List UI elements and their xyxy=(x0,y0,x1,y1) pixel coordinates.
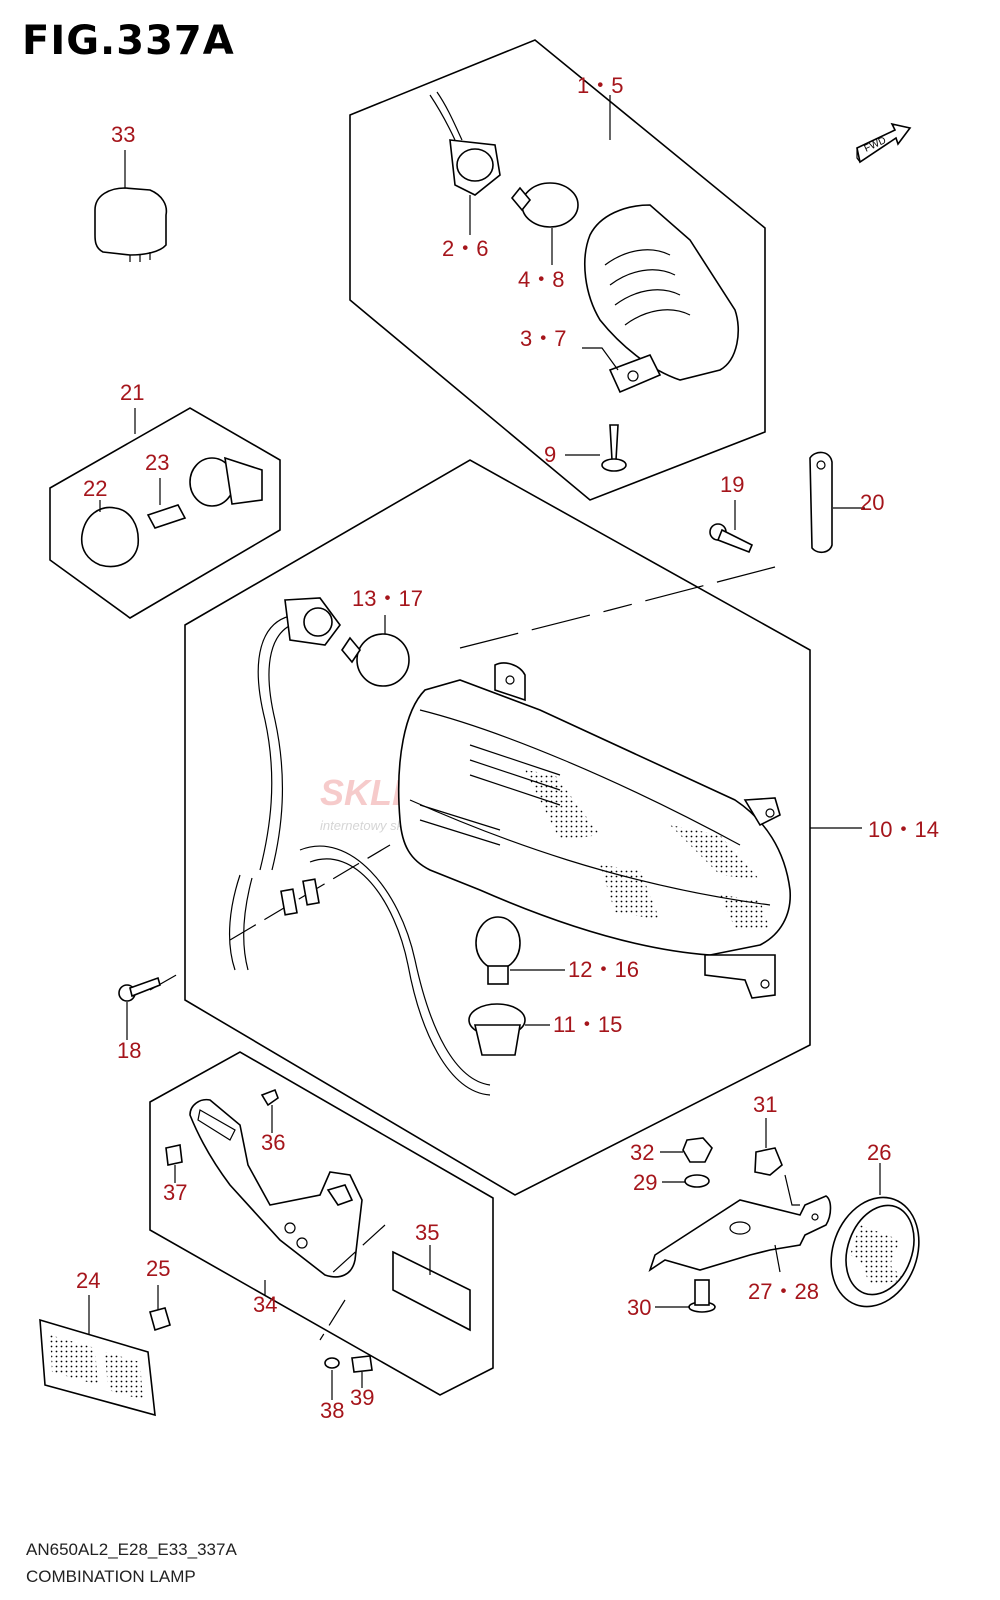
fwd-arrow-icon: FWD xyxy=(856,122,912,164)
label-1-5: 1・5 xyxy=(577,73,623,98)
label-19: 19 xyxy=(720,472,744,497)
screw-9 xyxy=(565,424,627,472)
figure-name: COMBINATION LAMP xyxy=(26,1567,196,1586)
part-labels: 1・5 2・6 3・7 4・8 9 10・14 11・15 12・16 13・1… xyxy=(76,73,939,1423)
label-38: 38 xyxy=(320,1398,344,1423)
label-20: 20 xyxy=(860,490,884,515)
washer-38 xyxy=(324,1357,340,1400)
label-24: 24 xyxy=(76,1268,100,1293)
label-32: 32 xyxy=(630,1140,654,1165)
figure-title: FIG.337A xyxy=(22,18,235,64)
clip-20 xyxy=(809,451,865,554)
nut-25 xyxy=(149,1285,171,1332)
front-turn-signal-group xyxy=(349,39,766,501)
label-4-8: 4・8 xyxy=(518,267,564,292)
label-13-17: 13・17 xyxy=(352,586,423,611)
relay-part xyxy=(94,150,168,262)
label-30: 30 xyxy=(627,1295,651,1320)
label-33: 33 xyxy=(111,122,135,147)
label-27-28: 27・28 xyxy=(748,1279,819,1304)
label-26: 26 xyxy=(867,1140,891,1165)
label-3-7: 3・7 xyxy=(520,326,566,351)
screw-18 xyxy=(118,976,161,1040)
label-29: 29 xyxy=(633,1170,657,1195)
label-37: 37 xyxy=(163,1180,187,1205)
label-34: 34 xyxy=(253,1292,277,1317)
license-bracket-group xyxy=(149,1051,494,1396)
label-22: 22 xyxy=(83,476,107,501)
label-9: 9 xyxy=(544,442,556,467)
screw-19 xyxy=(709,500,754,554)
label-2-6: 2・6 xyxy=(442,236,488,261)
label-18: 18 xyxy=(117,1038,141,1063)
label-11-15: 11・15 xyxy=(553,1012,622,1037)
figure-code: AN650AL2_E28_E33_337A xyxy=(26,1540,237,1559)
nut-39 xyxy=(351,1355,373,1388)
label-23: 23 xyxy=(145,450,169,475)
label-25: 25 xyxy=(146,1256,170,1281)
label-10-14: 10・14 xyxy=(868,817,939,842)
label-12-16: 12・16 xyxy=(568,957,639,982)
label-36: 36 xyxy=(261,1130,285,1155)
label-21: 21 xyxy=(120,380,144,405)
label-39: 39 xyxy=(350,1385,374,1410)
combination-lamp-group xyxy=(149,459,862,1196)
label-31: 31 xyxy=(753,1092,777,1117)
label-35: 35 xyxy=(415,1220,439,1245)
reflector-24 xyxy=(39,1295,156,1417)
side-marker-group xyxy=(49,407,281,619)
rear-reflector-bracket-group xyxy=(648,1118,920,1313)
